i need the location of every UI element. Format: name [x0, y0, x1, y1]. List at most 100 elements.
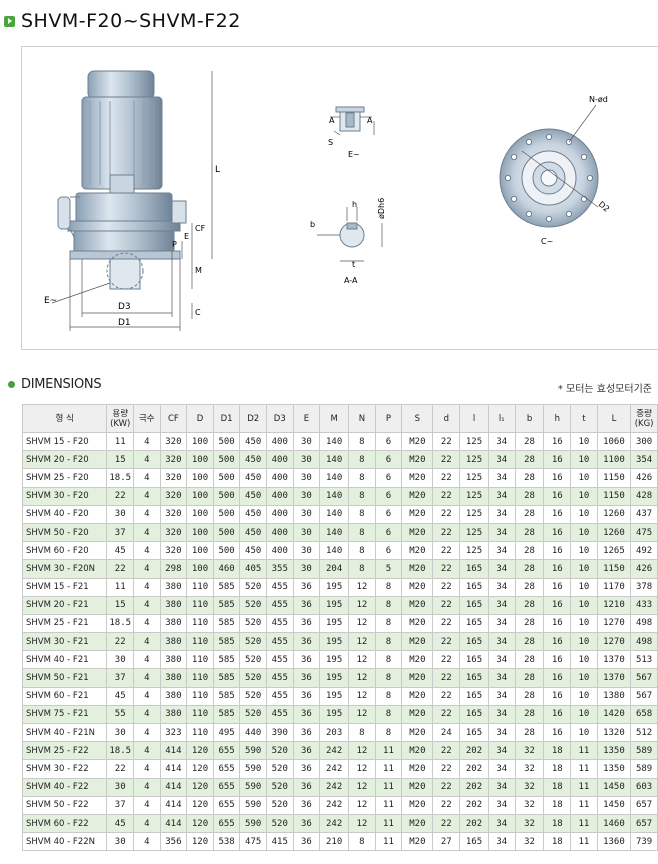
- column-header-line2: (KG): [634, 418, 654, 429]
- table-cell: 10: [570, 613, 598, 634]
- table-cell: 28: [514, 431, 545, 452]
- table-cell: 585: [212, 577, 241, 597]
- table-cell: 165: [459, 613, 489, 634]
- dim-S-label: S: [328, 138, 333, 147]
- table-cell: 380: [159, 650, 188, 670]
- table-cell: 455: [265, 577, 294, 597]
- table-cell: M20: [401, 668, 434, 688]
- table-cell: 10: [570, 686, 598, 706]
- table-cell: 12: [348, 795, 376, 815]
- table-cell: M20: [401, 813, 434, 834]
- table-cell: 28: [514, 504, 545, 524]
- table-cell: 22: [432, 522, 461, 543]
- table-cell: 125: [459, 431, 489, 452]
- table-cell: 8: [374, 632, 403, 652]
- table-cell: M20: [401, 632, 434, 652]
- table-cell: 30: [292, 522, 321, 543]
- table-cell: 36: [292, 595, 321, 615]
- table-cell: 16: [543, 595, 572, 615]
- table-cell: 585: [212, 668, 241, 688]
- table-cell: 12: [348, 595, 376, 615]
- table-cell: 32: [514, 813, 545, 834]
- table-cell: 110: [186, 613, 214, 634]
- table-cell: 12: [348, 759, 376, 779]
- table-cell: 28: [514, 559, 545, 579]
- table-cell: 400: [265, 431, 294, 452]
- table-cell: 10: [570, 704, 598, 725]
- table-cell: 354: [630, 450, 658, 470]
- table-cell: 400: [265, 522, 294, 543]
- table-cell: 739: [630, 832, 658, 852]
- table-cell: 22: [432, 541, 461, 561]
- table-cell: 450: [239, 504, 267, 524]
- table-cell: 22: [432, 741, 461, 761]
- section-title: DIMENSIONS: [21, 377, 102, 392]
- table-cell: 22: [432, 595, 461, 615]
- table-cell: 380: [159, 595, 188, 615]
- table-cell: 55: [106, 704, 135, 725]
- table-cell: 195: [319, 595, 350, 615]
- column-header: S: [401, 404, 434, 433]
- table-cell: 18: [543, 777, 572, 797]
- column-header: P: [374, 404, 403, 433]
- title-row: SHVM-F20~SHVM-F22: [4, 10, 241, 32]
- table-cell: 378: [630, 577, 658, 597]
- table-cell: 428: [630, 486, 658, 506]
- table-cell: 380: [159, 613, 188, 634]
- table-cell: 34: [487, 722, 516, 743]
- table-cell: 4: [133, 450, 161, 470]
- table-cell: 8: [348, 722, 376, 743]
- dim-E-label: E: [184, 232, 189, 241]
- dimension-drawing-svg: L CF E P M C D3 D1 E~ A A S E~: [44, 70, 611, 331]
- table-cell: 4: [133, 741, 161, 761]
- table-cell: 8: [348, 450, 376, 470]
- table-cell: 16: [543, 722, 572, 743]
- model-cell: SHVM 40 - F20: [21, 504, 108, 524]
- table-cell: 4: [133, 650, 161, 670]
- column-header-line1: b: [526, 413, 533, 424]
- table-cell: 36: [292, 759, 321, 779]
- table-cell: 4: [133, 504, 161, 524]
- table-cell: M20: [401, 559, 434, 579]
- table-cell: 520: [265, 795, 294, 815]
- table-cell: 8: [348, 559, 376, 579]
- section-header: DIMENSIONS: [8, 377, 102, 392]
- table-cell: 22: [432, 632, 461, 652]
- table-cell: 414: [159, 777, 188, 797]
- table-cell: 18.5: [106, 741, 135, 761]
- table-cell: 18.5: [106, 468, 135, 488]
- table-cell: 120: [186, 777, 214, 797]
- column-header: 중량(KG): [630, 404, 658, 433]
- table-cell: 589: [630, 759, 658, 779]
- table-cell: 11: [374, 813, 403, 834]
- table-cell: 34: [487, 468, 516, 488]
- table-cell: 8: [374, 668, 403, 688]
- table-cell: 16: [543, 613, 572, 634]
- table-cell: 30: [292, 486, 321, 506]
- table-cell: 4: [133, 813, 161, 834]
- table-cell: 34: [487, 504, 516, 524]
- table-cell: 4: [133, 686, 161, 706]
- table-cell: 22: [106, 759, 135, 779]
- table-cell: 110: [186, 650, 214, 670]
- table-cell: 11: [570, 741, 598, 761]
- table-cell: 16: [543, 468, 572, 488]
- table-cell: 120: [186, 741, 214, 761]
- view-E2-label: E~: [348, 150, 360, 159]
- bullet-dot-icon: [8, 381, 15, 388]
- column-header: D1: [212, 404, 241, 433]
- table-cell: 520: [239, 613, 267, 634]
- column-header-line1: 극수: [138, 413, 155, 424]
- table-cell: 355: [265, 559, 294, 579]
- table-cell: 356: [159, 832, 188, 852]
- table-cell: 12: [348, 650, 376, 670]
- table-cell: 320: [159, 541, 188, 561]
- dim-N-phi-d-label: N-ød: [589, 95, 608, 104]
- table-cell: 16: [543, 577, 572, 597]
- table-cell: 475: [239, 832, 267, 852]
- table-cell: 22: [432, 450, 461, 470]
